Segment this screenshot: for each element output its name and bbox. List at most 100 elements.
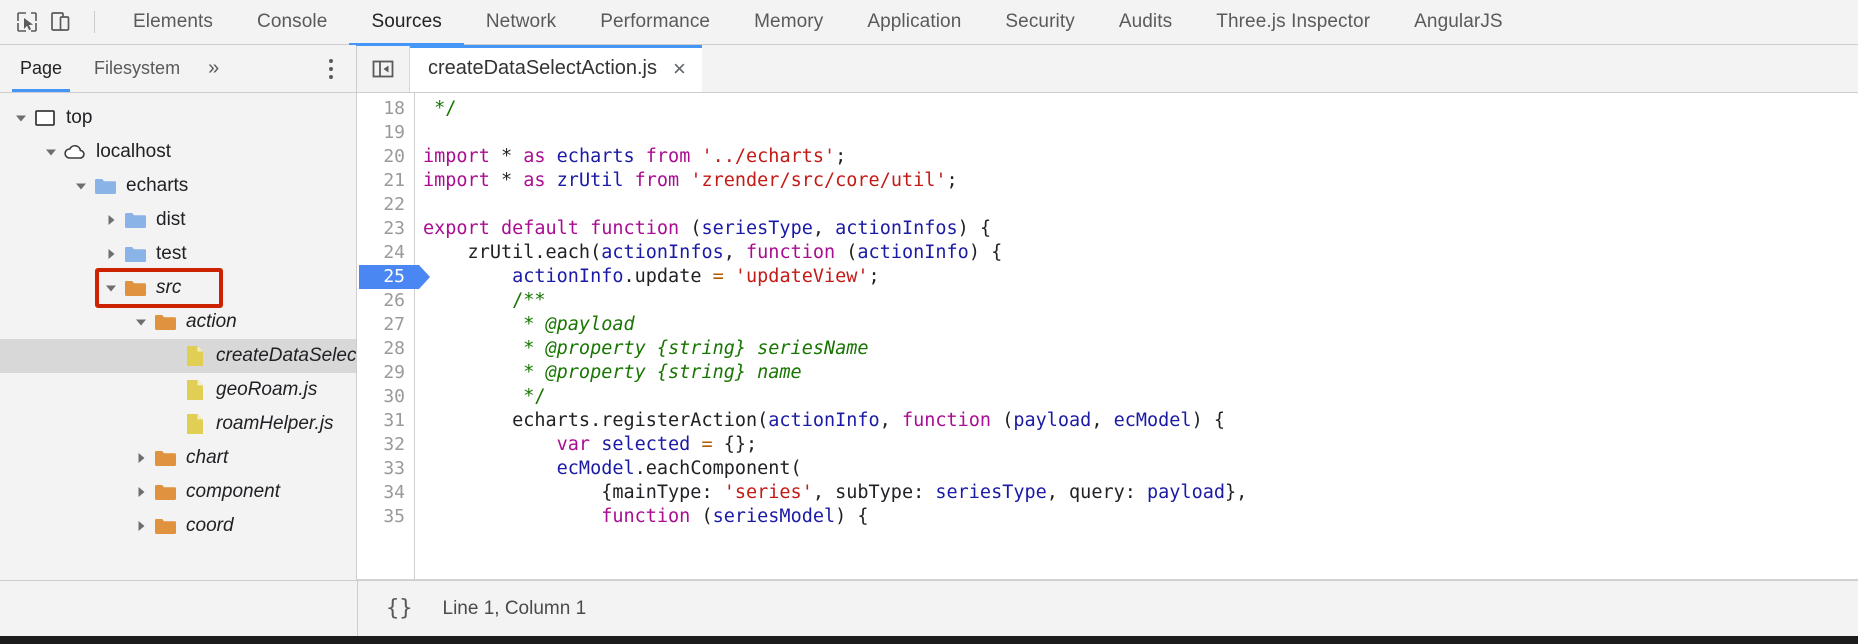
code-line[interactable]: {mainType: 'series', subType: seriesType… (415, 481, 1858, 505)
line-number-text: 24 (383, 242, 405, 263)
pretty-print-icon[interactable]: {} (386, 596, 413, 621)
chevron-right-icon[interactable] (130, 519, 152, 533)
code-line[interactable]: /** (415, 289, 1858, 313)
collapse-sidebar-icon[interactable] (357, 45, 410, 92)
gutter-line-number[interactable]: 21 (357, 169, 414, 193)
code-line[interactable]: * @payload (415, 313, 1858, 337)
tree-item-createdataselectacti[interactable]: createDataSelectActi (0, 339, 356, 373)
folder-icon-orange (122, 279, 148, 297)
code-token (490, 218, 501, 239)
gutter-line-number[interactable]: 18 (357, 97, 414, 121)
code-line[interactable]: echarts.registerAction(actionInfo, funct… (415, 409, 1858, 433)
code-line[interactable]: ecModel.eachComponent( (415, 457, 1858, 481)
tab-application[interactable]: Application (845, 0, 983, 45)
gutter-line-number[interactable]: 23 (357, 217, 414, 241)
tree-item-georoam-js[interactable]: geoRoam.js (0, 373, 356, 407)
gutter-line-number[interactable]: 31 (357, 409, 414, 433)
tree-item-src[interactable]: src (0, 271, 356, 305)
gutter-line-number[interactable]: 33 (357, 457, 414, 481)
gutter-line-number[interactable]: 19 (357, 121, 414, 145)
tab-audits[interactable]: Audits (1097, 0, 1194, 45)
panel-tab-list: Elements Console Sources Network Perform… (111, 0, 1525, 46)
gutter-line-number[interactable]: 27 (357, 313, 414, 337)
gutter-line-number[interactable]: 28 (357, 337, 414, 361)
tab-network-label: Network (485, 11, 557, 32)
gutter-line-number[interactable]: 30 (357, 385, 414, 409)
code-line[interactable]: export default function (seriesType, act… (415, 217, 1858, 241)
chevron-right-icon[interactable] (100, 213, 122, 227)
tab-angularjs[interactable]: AngularJS (1392, 0, 1525, 45)
chevron-down-icon[interactable] (40, 145, 62, 159)
gutter-line-number[interactable]: 20 (357, 145, 414, 169)
code-line[interactable]: * @property {string} seriesName (415, 337, 1858, 361)
code-line[interactable]: zrUtil.each(actionInfos, function (actio… (415, 241, 1858, 265)
gutter-line-number[interactable]: 22 (357, 193, 414, 217)
code-line[interactable]: function (seriesModel) { (415, 505, 1858, 529)
code-line[interactable] (415, 121, 1858, 145)
tab-memory[interactable]: Memory (732, 0, 845, 45)
inspect-cursor-icon[interactable] (10, 5, 44, 39)
gutter-line-number[interactable]: 29 (357, 361, 414, 385)
tab-performance[interactable]: Performance (578, 0, 732, 45)
chevron-down-icon[interactable] (100, 281, 122, 295)
tree-item-dist[interactable]: dist (0, 203, 356, 237)
code-token: , (879, 410, 902, 431)
tab-sources[interactable]: Sources (349, 0, 465, 46)
navigator-tab-page[interactable]: Page (4, 45, 78, 92)
device-toggle-icon[interactable] (44, 5, 78, 39)
tab-security[interactable]: Security (983, 0, 1096, 45)
gutter-line-number[interactable]: 24 (357, 241, 414, 265)
folder-icon-orange (152, 313, 178, 331)
chevron-right-icon[interactable] (100, 247, 122, 261)
tree-item-label: localhost (96, 141, 171, 162)
code-line[interactable]: */ (415, 97, 1858, 121)
code-line[interactable]: * @property {string} name (415, 361, 1858, 385)
tree-item-label: test (156, 243, 187, 264)
code-line[interactable] (415, 193, 1858, 217)
navigator-tab-filesystem-label: Filesystem (94, 58, 181, 78)
tab-network[interactable]: Network (464, 0, 578, 45)
chevron-right-icon[interactable] (130, 485, 152, 499)
tree-item-component[interactable]: component (0, 475, 356, 509)
gutter-line-number[interactable]: 34 (357, 481, 414, 505)
code-token: zrUtil.each( (423, 242, 602, 263)
tree-item-echarts[interactable]: echarts (0, 169, 356, 203)
tab-threejs-inspector[interactable]: Three.js Inspector (1194, 0, 1392, 45)
code-token: import (423, 146, 490, 167)
gutter-execution-marker[interactable]: 25 (357, 265, 430, 289)
code-content[interactable]: */ import * as echarts from '../echarts'… (415, 93, 1858, 579)
tab-console[interactable]: Console (235, 0, 349, 45)
navigator-tab-filesystem[interactable]: Filesystem (78, 45, 196, 92)
code-line[interactable]: */ (415, 385, 1858, 409)
tree-item-chart[interactable]: chart (0, 441, 356, 475)
line-number-text: 31 (383, 410, 405, 431)
chevron-down-icon[interactable] (10, 111, 32, 125)
gutter-line-number[interactable]: 26 (357, 289, 414, 313)
navigator-overflow-icon[interactable]: » (196, 45, 231, 92)
code-line[interactable]: import * as zrUtil from 'zrender/src/cor… (415, 169, 1858, 193)
code-line[interactable]: actionInfo.update = 'updateView'; (415, 265, 1858, 289)
code-token: payload (1013, 410, 1092, 431)
chevron-down-icon[interactable] (130, 315, 152, 329)
tree-item-action[interactable]: action (0, 305, 356, 339)
kebab-menu-icon[interactable] (320, 56, 342, 82)
code-token: ; (835, 146, 847, 167)
code-line[interactable]: var selected = {}; (415, 433, 1858, 457)
tree-item-localhost[interactable]: localhost (0, 135, 356, 169)
code-token: function (901, 410, 992, 431)
tab-elements[interactable]: Elements (111, 0, 235, 45)
chevron-down-icon[interactable] (70, 179, 92, 193)
gutter-line-number[interactable]: 35 (357, 505, 414, 529)
code-line[interactable]: import * as echarts from '../echarts'; (415, 145, 1858, 169)
gutter-line-number[interactable]: 32 (357, 433, 414, 457)
editor-file-tab[interactable]: createDataSelectAction.js × (410, 45, 702, 92)
tree-item-top[interactable]: top (0, 101, 356, 135)
chevron-right-icon[interactable] (130, 451, 152, 465)
tree-item-coord[interactable]: coord (0, 509, 356, 543)
tree-item-test[interactable]: test (0, 237, 356, 271)
close-icon[interactable]: × (673, 55, 686, 81)
tree-item-roamhelper-js[interactable]: roamHelper.js (0, 407, 356, 441)
